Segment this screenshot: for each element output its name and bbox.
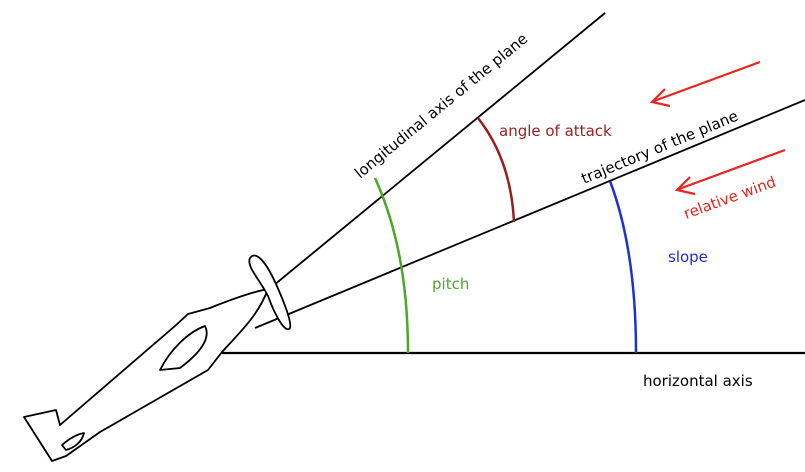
slope-arc — [608, 180, 638, 354]
angle-of-attack-label: angle of attack — [499, 122, 612, 140]
angle-of-attack-arc — [477, 117, 516, 223]
relative-wind-arrow-bottom — [674, 148, 786, 196]
longitudinal-axis-line — [267, 12, 606, 291]
trajectory-line — [254, 99, 805, 329]
slope-label: slope — [668, 248, 708, 266]
relative-wind-arrow-top — [649, 60, 761, 108]
longitudinal-axis-label: longitudinal axis of the plane — [351, 30, 531, 182]
pitch-label: pitch — [432, 275, 469, 293]
airplane-icon — [23, 254, 292, 462]
relative-wind-label: relative wind — [681, 173, 778, 223]
horizontal-axis-label: horizontal axis — [643, 372, 753, 390]
pitch-arc — [373, 177, 410, 354]
